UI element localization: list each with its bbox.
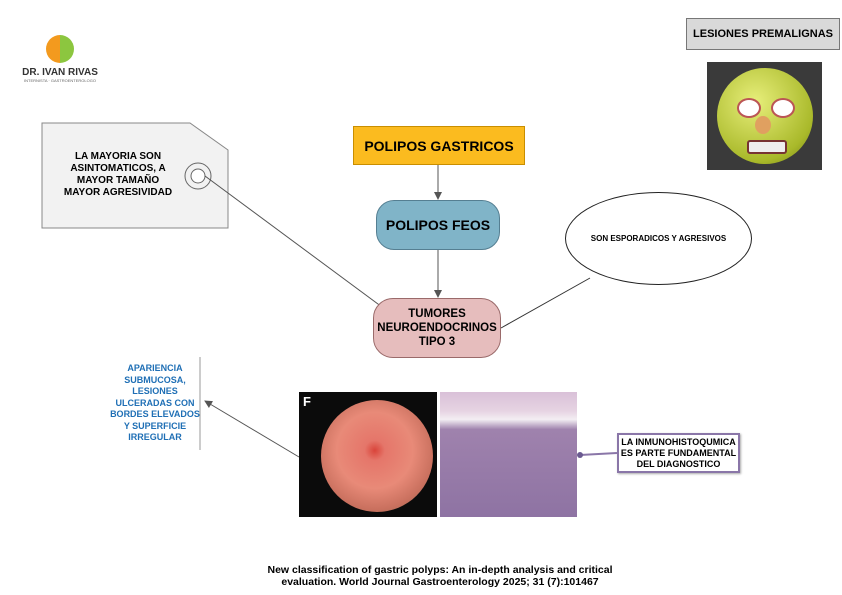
worried-emoji-image <box>707 62 822 170</box>
citation-line-2: evaluation. World Journal Gastroenterolo… <box>281 576 599 588</box>
endoscopy-label: F <box>303 394 311 409</box>
tag-hole-outer <box>184 162 212 190</box>
tag-shape <box>41 122 229 229</box>
histology-image <box>440 392 577 517</box>
endoscopy-image: F <box>299 392 437 517</box>
tag-hole-inner <box>190 168 206 184</box>
node-polipos-gastricos: POLIPOS GASTRICOS <box>353 126 525 165</box>
tag-note: LA MAYORIA SON ASINTOMATICOS, A MAYOR TA… <box>63 151 173 198</box>
oval-note: SON ESPORADICOS Y AGRESIVOS <box>565 192 752 285</box>
logo-subtitle: INTERNISTA · GASTROENTEROLOGO <box>24 78 96 83</box>
citation: New classification of gastric polyps: An… <box>200 564 680 588</box>
node-tumores: TUMORES NEUROENDOCRINOS TIPO 3 <box>373 298 501 358</box>
logo-name: DR. IVAN RIVAS <box>22 67 98 78</box>
logo: DR. IVAN RIVAS INTERNISTA · GASTROENTERO… <box>15 35 105 90</box>
node-polipos-feos: POLIPOS FEOS <box>376 200 500 250</box>
ihq-note: LA INMUNOHISTOQUMICA ES PARTE FUNDAMENTA… <box>617 433 740 473</box>
appearance-note: APARIENCIA SUBMUCOSA, LESIONES ULCERADAS… <box>110 363 200 443</box>
title-box: LESIONES PREMALIGNAS <box>686 18 840 50</box>
citation-line-1: New classification of gastric polyps: An… <box>267 564 613 576</box>
logo-icon <box>46 35 74 63</box>
